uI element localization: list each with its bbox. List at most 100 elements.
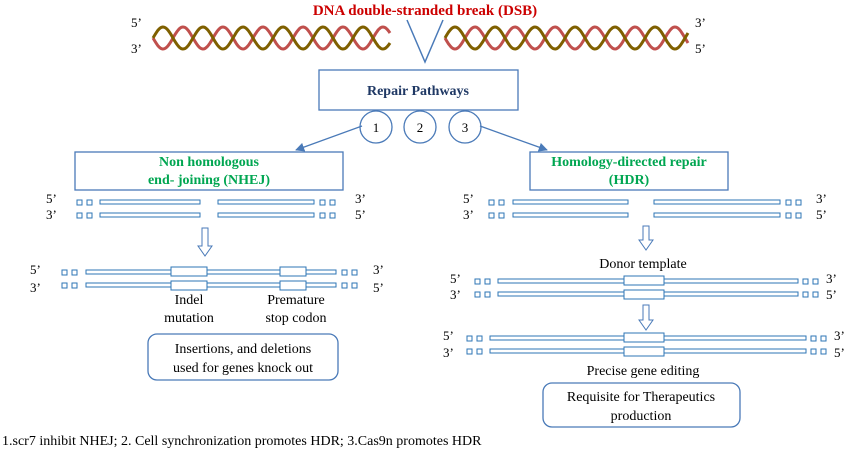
hdr-break-top-right-label: 3’ <box>816 191 827 206</box>
end-square <box>76 199 83 206</box>
hdr-donor-top-right-label: 3’ <box>826 271 837 286</box>
helix-left-bottom-label: 3’ <box>131 41 142 56</box>
hdr-break-bottom-left-label: 3’ <box>463 207 474 222</box>
diagram-title: DNA double-stranded break (DSB) <box>313 3 537 19</box>
end-square <box>488 199 495 206</box>
indel-insert-block <box>170 266 208 277</box>
end-square <box>474 291 481 298</box>
nhej-result-bottom-right-label: 5’ <box>373 280 384 295</box>
end-square <box>820 335 827 342</box>
edited-block <box>623 346 665 357</box>
hdr-donor-top-left-label: 5’ <box>450 271 461 286</box>
pathway-circle-2 <box>403 110 437 144</box>
pathway-number-3: 3 <box>462 120 469 135</box>
strand-segment <box>99 212 201 218</box>
strand-segment <box>653 212 781 218</box>
end-square <box>466 335 473 342</box>
hdr-outcome-line1: Requisite for Therapeutics <box>567 390 715 405</box>
end-square <box>351 282 358 289</box>
arrow-to-hdr <box>479 125 548 152</box>
indel-insert-block <box>170 280 208 291</box>
precise-editing-label: Precise gene editing <box>587 364 700 379</box>
hdr-edit-top-left-label: 5’ <box>443 328 454 343</box>
end-square <box>810 335 817 342</box>
end-square <box>785 212 792 219</box>
break-v-mark <box>406 19 444 64</box>
hdr-box <box>529 151 729 191</box>
strand-segment <box>217 199 315 205</box>
end-square <box>61 269 68 276</box>
helix-strand-b <box>443 25 690 51</box>
end-square <box>86 212 93 219</box>
repair-pathways-label: Repair Pathways <box>367 84 470 99</box>
nhej-title-line1: Non homologous <box>159 155 260 170</box>
right-dna-helix <box>443 25 690 51</box>
dna-strands <box>61 199 827 357</box>
end-square <box>329 199 336 206</box>
strand-segment <box>99 199 201 205</box>
left-dna-helix <box>151 25 392 51</box>
end-square <box>795 199 802 206</box>
end-square <box>498 199 505 206</box>
stop-codon-block <box>279 266 307 277</box>
end-square <box>812 291 819 298</box>
nhej-box <box>74 151 344 191</box>
hdr-title-line1: Homology-directed repair <box>551 155 706 170</box>
strand-segment <box>653 199 781 205</box>
end-square <box>498 212 505 219</box>
helix-strand-b <box>151 25 392 51</box>
helix-right-bottom-label: 5’ <box>695 41 706 56</box>
donor-block <box>623 289 665 300</box>
hdr-title-line2: (HDR) <box>609 173 650 188</box>
end-square <box>488 212 495 219</box>
end-square <box>795 212 802 219</box>
nhej-outcome-line2: used for genes knock out <box>173 361 313 376</box>
end-square <box>71 282 78 289</box>
end-square <box>802 291 809 298</box>
stop-codon-label-line2: stop codon <box>265 311 326 326</box>
end-square <box>812 278 819 285</box>
end-square <box>476 335 483 342</box>
nhej-outcome-line1: Insertions, and deletions <box>175 342 311 357</box>
strand-segment <box>85 269 337 275</box>
end-square <box>484 291 491 298</box>
hdr-donor-bottom-left-label: 3’ <box>450 287 461 302</box>
nhej-outcome-box <box>147 333 339 381</box>
indel-label-line2: mutation <box>164 311 214 326</box>
hdr-break-bottom-right-label: 5’ <box>816 207 827 222</box>
pathway-number-1: 1 <box>373 120 380 135</box>
hdr-outcome-box <box>542 382 741 428</box>
stop-codon-label-line1: Premature <box>267 293 325 308</box>
hdr-edit-bottom-left-label: 3’ <box>443 345 454 360</box>
end-square <box>341 282 348 289</box>
indel-label-line1: Indel <box>175 293 204 308</box>
arrow-to-nhej <box>295 125 363 152</box>
end-square <box>76 212 83 219</box>
end-square <box>351 269 358 276</box>
nhej-result-bottom-left-label: 3’ <box>30 280 41 295</box>
donor-block <box>623 275 665 286</box>
helix-left-top-label: 5’ <box>131 15 142 30</box>
hdr-down-arrow-2 <box>638 304 654 331</box>
strand-segment <box>217 212 315 218</box>
end-square <box>341 269 348 276</box>
edited-block <box>623 332 665 343</box>
end-square <box>466 348 473 355</box>
hdr-break-top-left-label: 5’ <box>463 191 474 206</box>
nhej-result-top-left-label: 5’ <box>30 262 41 277</box>
hdr-edit-bottom-right-label: 5’ <box>834 345 845 360</box>
hdr-donor-bottom-right-label: 5’ <box>826 287 837 302</box>
end-square <box>474 278 481 285</box>
helix-right-top-label: 3’ <box>695 15 706 30</box>
nhej-break-bottom-left-label: 3’ <box>46 207 57 222</box>
hdr-outcome-line2: production <box>611 409 672 424</box>
strand-segment <box>85 282 337 288</box>
pathway-number-2: 2 <box>417 120 424 135</box>
nhej-title-line2: end- joining (NHEJ) <box>148 173 270 188</box>
end-square <box>820 348 827 355</box>
end-square <box>61 282 68 289</box>
donor-template-label: Donor template <box>599 257 686 272</box>
nhej-down-arrow <box>197 227 213 257</box>
